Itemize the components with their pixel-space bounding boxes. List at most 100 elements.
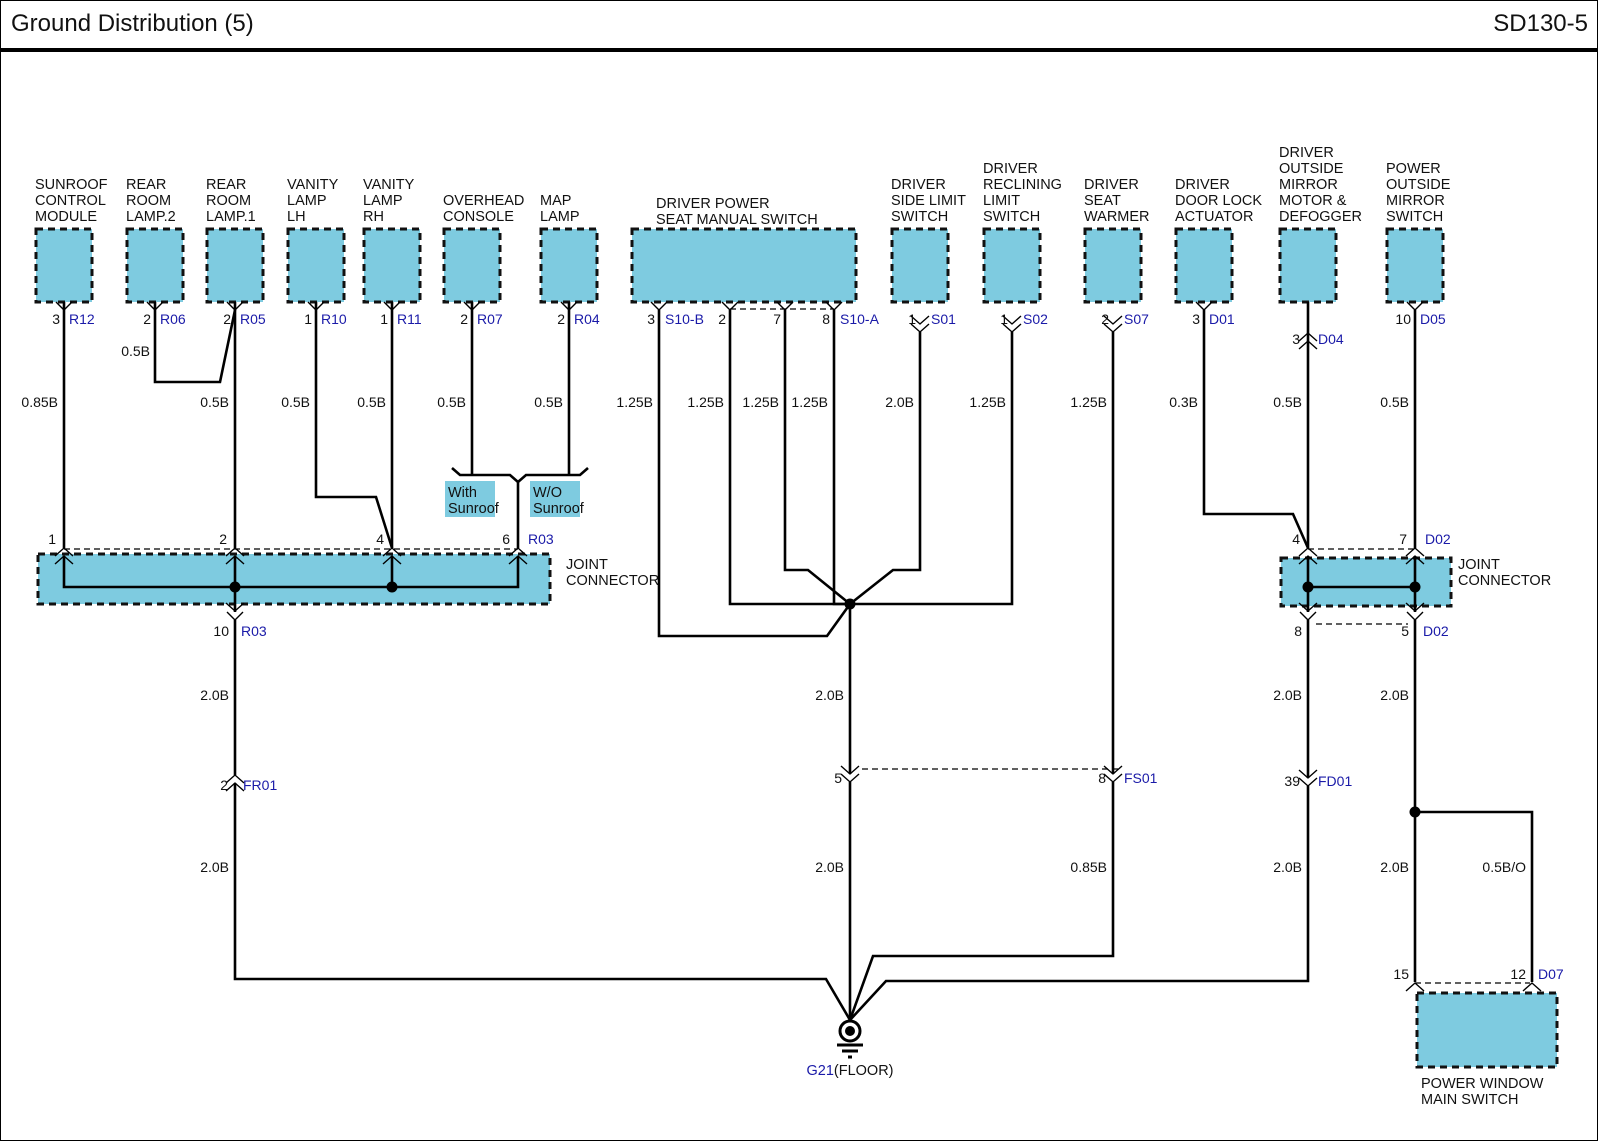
component-label: MAIN SWITCH: [1421, 1092, 1518, 1108]
component-label: MIRROR: [1386, 193, 1445, 209]
connector-chevron-icon: [1103, 765, 1123, 775]
component-rear-room-lamp-2: [125, 227, 185, 304]
connector-id: S07: [1124, 311, 1149, 327]
connector-id: S01: [931, 311, 956, 327]
pin-number: 7: [773, 311, 781, 327]
ground-center-icon: [845, 1026, 855, 1036]
connector-id: R07: [477, 311, 503, 327]
component-sunroof: [34, 227, 94, 304]
component-vanity-lamp-rh: [362, 227, 422, 304]
wire-gauge-label: 2.0B: [200, 859, 229, 875]
component-label: SIDE LIMIT: [891, 193, 966, 209]
component-label: DOOR LOCK: [1175, 193, 1262, 209]
wire: [850, 332, 1014, 606]
connector-chevron-icon: [840, 765, 860, 775]
component-label: MIRROR: [1279, 177, 1338, 193]
component-label: POWER WINDOW: [1421, 1076, 1544, 1092]
connector-id: R03: [241, 623, 267, 639]
component-label: CONTROL: [35, 193, 106, 209]
joint-connector-label: CONNECTOR: [566, 573, 659, 589]
component-label: SWITCH: [983, 209, 1040, 225]
component-label: DRIVER: [891, 177, 946, 193]
wire-gauge-label: 1.25B: [1070, 394, 1107, 410]
joint-connector-label: JOINT: [1458, 557, 1500, 573]
component-label: SWITCH: [891, 209, 948, 225]
connector-id: R10: [321, 311, 347, 327]
wire-gauge-label: 0.85B: [1070, 859, 1107, 875]
component-label: LAMP: [540, 209, 580, 225]
component-label: LAMP.1: [206, 209, 256, 225]
pin-number: 1: [908, 311, 916, 327]
component-driver-door-lock-actuator: [1174, 227, 1234, 304]
connector-id: R12: [69, 311, 95, 327]
wire-gauge-label: 2.0B: [1273, 687, 1302, 703]
wire-gauge-label: 1.25B: [791, 394, 828, 410]
component-label: LAMP: [363, 193, 403, 209]
component-label: LIMIT: [983, 193, 1020, 209]
component-driver-side-limit-switch: [890, 227, 950, 304]
component-map-lamp: [539, 227, 599, 304]
pin-number: 10: [1395, 311, 1411, 327]
connector-id: D07: [1538, 966, 1564, 982]
pin-number: 2: [1101, 311, 1109, 327]
wire: [1415, 810, 1534, 982]
component-label: LAMP.2: [126, 209, 176, 225]
pin-number: 2: [143, 311, 151, 327]
wire-gauge-label: 1.25B: [742, 394, 779, 410]
component-label: SEAT MANUAL SWITCH: [656, 212, 818, 228]
connector-id: FS01: [1124, 770, 1158, 786]
component-label: DEFOGGER: [1279, 209, 1362, 225]
wire: [728, 310, 850, 606]
joint-connector-r03: [36, 552, 552, 606]
joint-connector-label: JOINT: [566, 557, 608, 573]
pin-number: 3: [1292, 331, 1300, 347]
wire-gauge-label: 0.5B: [200, 394, 229, 410]
component-label: RECLINING: [983, 177, 1062, 193]
component-label: ROOM: [126, 193, 171, 209]
wire-gauge-label: 2.0B: [200, 687, 229, 703]
pin-number: 2: [718, 311, 726, 327]
connector-id: R11: [397, 311, 422, 327]
pin-number: 15: [1393, 966, 1409, 982]
connector-id: D04: [1318, 331, 1344, 347]
component-power-outside-mirror-switch: [1385, 227, 1445, 304]
pin-number: 7: [1399, 531, 1407, 547]
connector-id: R05: [240, 311, 266, 327]
option-label: Sunroof: [533, 501, 585, 517]
pin-number: 12: [1510, 966, 1526, 982]
component-label: OVERHEAD: [443, 193, 524, 209]
component-label: VANITY: [363, 177, 415, 193]
wire-gauge-label: 0.5B/O: [1482, 859, 1526, 875]
component-label: RH: [363, 209, 384, 225]
ground-label: G21(FLOOR): [806, 1063, 893, 1079]
component-overhead-console: [442, 227, 502, 304]
wire: [657, 310, 852, 638]
connector-id: FD01: [1318, 773, 1352, 789]
wire-gauge-label: 0.5B: [1380, 394, 1409, 410]
wire-gauge-label: 0.5B: [534, 394, 563, 410]
pin-number: 4: [1292, 531, 1300, 547]
component-label: WARMER: [1084, 209, 1150, 225]
pin-number: 4: [376, 531, 384, 547]
component-label: POWER: [1386, 161, 1441, 177]
pin-number: 8: [1294, 623, 1302, 639]
component-label: ACTUATOR: [1175, 209, 1253, 225]
connector-id: D01: [1209, 311, 1235, 327]
pin-number: 3: [52, 311, 60, 327]
pin-number: 1: [380, 311, 388, 327]
connector-chevron-icon: [1298, 777, 1318, 787]
component-label: MAP: [540, 193, 571, 209]
component-label: SWITCH: [1386, 209, 1443, 225]
page-title: Ground Distribution (5): [11, 10, 254, 37]
wire: [832, 310, 850, 606]
component-label: CONSOLE: [443, 209, 514, 225]
pin-number: 39: [1284, 773, 1300, 789]
splice-dot: [1409, 806, 1421, 818]
wire: [233, 783, 852, 1021]
pin-number: 2: [557, 311, 565, 327]
splice-dot: [386, 581, 398, 593]
component-label: MOTOR &: [1279, 193, 1347, 209]
connector-chevron-icon: [840, 773, 860, 783]
